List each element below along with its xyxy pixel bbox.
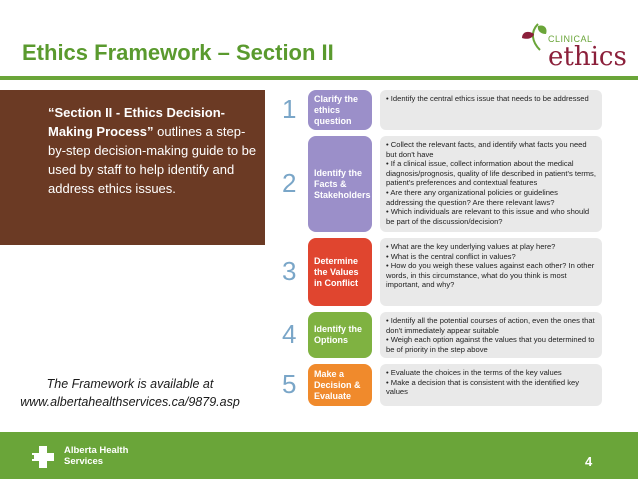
step-description: • Identify the central ethics issue that…	[380, 90, 602, 130]
step-number: 4	[282, 319, 297, 349]
step-row: 2 Identify the Facts & Stakeholders • Coll…	[268, 136, 606, 232]
framework-link[interactable]: www.albertahealthservices.ca/9879.asp	[20, 395, 240, 409]
intro-text: “Section II - Ethics Decision-Making Pro…	[48, 103, 258, 198]
footer-bar	[0, 432, 638, 479]
intro-panel	[0, 90, 265, 245]
title-divider	[0, 76, 638, 80]
step-row: 1 Clarify the ethics question • Identify t…	[268, 90, 606, 130]
ahs-logo: Alberta Health Services	[30, 444, 170, 470]
step-number: 1	[282, 94, 297, 124]
step-bullet: • What are the key underlying values at …	[386, 242, 556, 251]
page-number: 4	[585, 454, 593, 469]
page-title: Ethics Framework – Section II	[22, 40, 334, 65]
step-bullet: • Weigh each option against the values t…	[386, 335, 595, 354]
step-bullet: • Identify all the potential courses of …	[386, 316, 595, 335]
step-description: • Collect the relevant facts, and identi…	[380, 136, 602, 232]
step-bullet: • Make a decision that is consistent wit…	[386, 377, 580, 397]
step-bullet: • Are there any organizational policies …	[386, 187, 558, 207]
step-row: 4 Identify the Options • Identify all the …	[268, 312, 606, 358]
step-bullet: • What is the central conflict in values…	[386, 251, 516, 261]
step-row: 3 Determine the Values in Conflict • What …	[268, 238, 606, 306]
step-bullet: • How do you weigh these values against …	[386, 261, 595, 290]
ahs-cross-icon	[30, 446, 54, 468]
step-label: Identify the Options	[308, 312, 372, 358]
clinical-ethics-logo: CLINICAL ethics	[512, 14, 627, 74]
step-bullet: • If a clinical issue, collect informati…	[386, 159, 596, 188]
step-bullet: • Collect the relevant facts, and identi…	[386, 140, 587, 159]
ahs-name: Alberta Health Services	[64, 445, 128, 467]
logo-clinical-text: CLINICAL	[548, 34, 593, 44]
step-label: Clarify the ethics question	[308, 90, 372, 130]
ahs-name-line1: Alberta Health	[64, 445, 129, 456]
step-label: Determine the Values in Conflict	[308, 238, 372, 306]
logo-ethics-text: ethics	[548, 42, 627, 72]
step-number: 5	[282, 369, 297, 399]
leaf-icon	[522, 23, 547, 51]
availability-line: The Framework is available at	[46, 377, 214, 391]
step-label: Make a Decision & Evaluate	[308, 364, 372, 406]
availability-note: The Framework is available at www.albert…	[0, 375, 260, 411]
step-row: 5 Make a Decision & Evaluate • Evaluate th…	[268, 364, 606, 406]
step-bullet: • Which individuals are relevant to this…	[386, 207, 590, 226]
step-bullet: • Evaluate the choices in the terms of t…	[386, 368, 562, 377]
step-description: • Identify all the potential courses of …	[380, 312, 602, 358]
step-label: Identify the Facts & Stakeholders	[308, 136, 372, 232]
step-number: 2	[282, 168, 297, 198]
intro-rest: outlines a step-by-step decision-making …	[48, 124, 257, 196]
step-bullet: • Identify the central ethics issue that…	[386, 94, 589, 103]
step-number: 3	[282, 256, 297, 286]
intro-emphasis: “Section II - Ethics Decision-Making Pro…	[48, 105, 225, 139]
decision-steps: 1 Clarify the ethics question • Identify t…	[268, 90, 606, 410]
ahs-name-line2: Services	[64, 456, 104, 467]
step-description: • Evaluate the choices in the terms of t…	[380, 364, 602, 406]
step-description: • What are the key underlying values at …	[380, 238, 602, 306]
